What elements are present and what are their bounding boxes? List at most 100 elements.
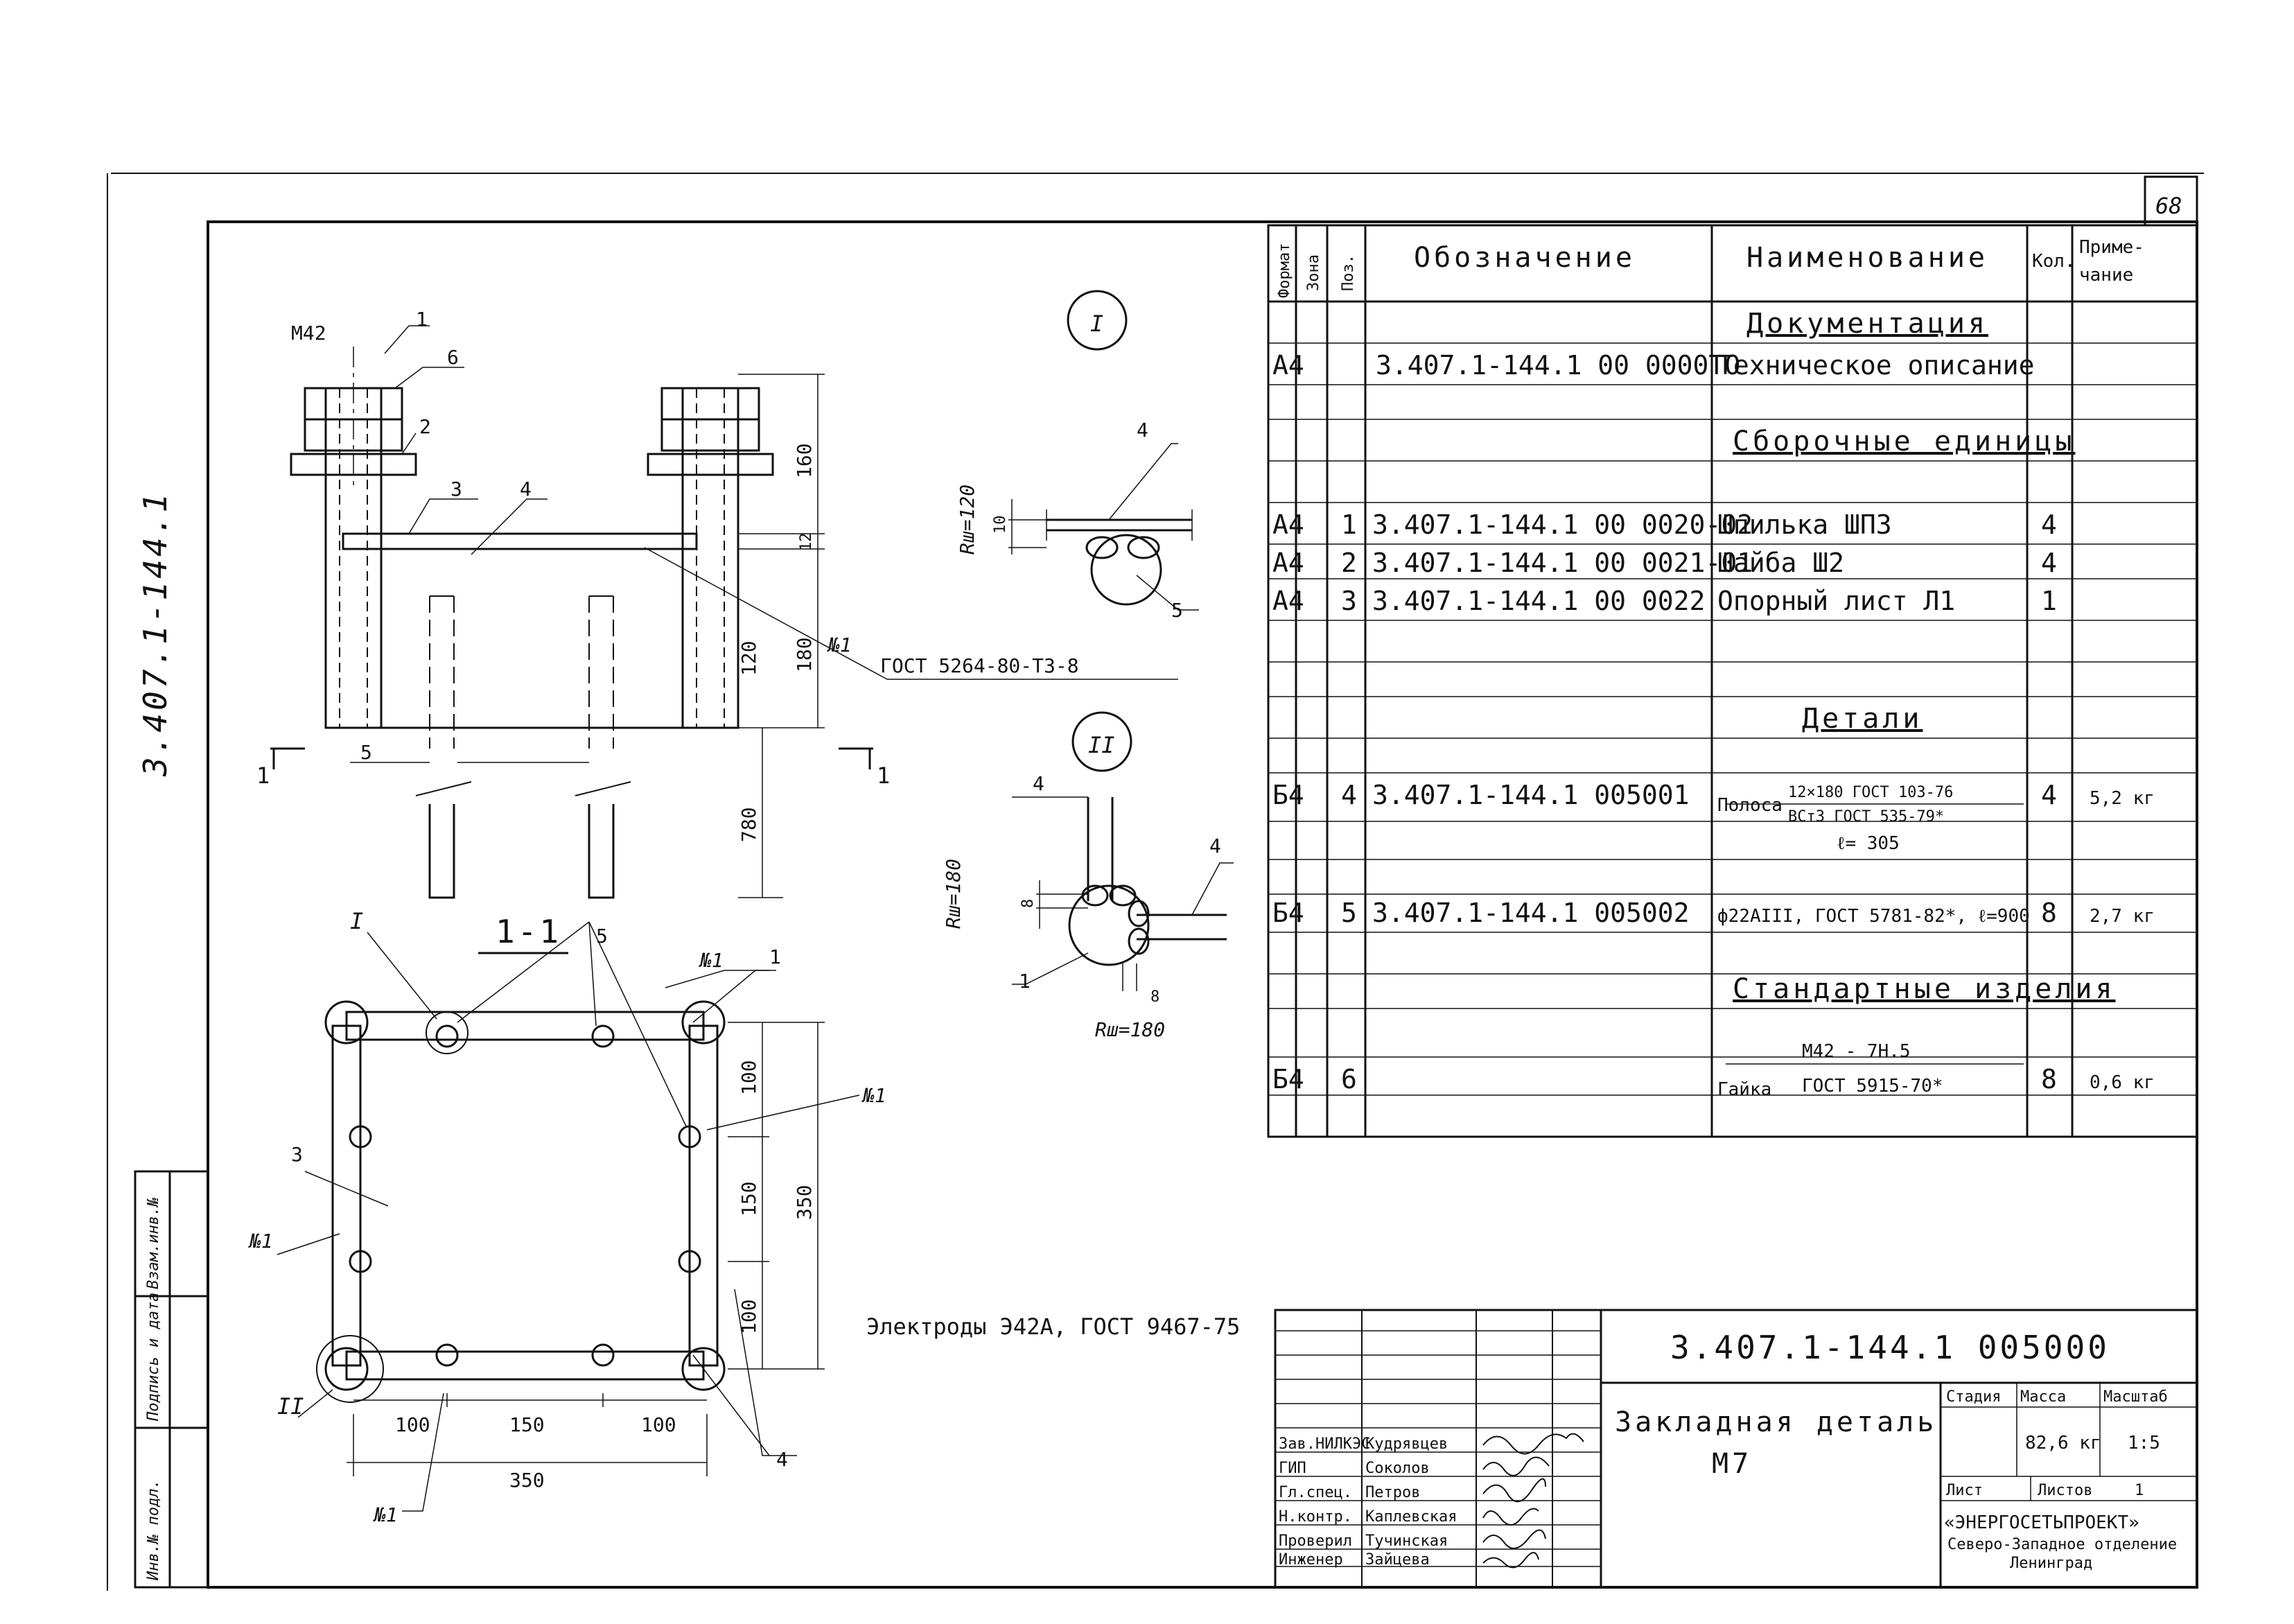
sheets-value: 1 [2135, 1482, 2144, 1499]
side-code: 3.407.1-144.1 [137, 491, 174, 777]
svg-text:5,2 кг: 5,2 кг [2090, 788, 2155, 809]
scale-label: Масштаб [2103, 1388, 2168, 1406]
section-standard: Стандартные изделия [1733, 973, 2116, 1005]
dim-12: 12 [798, 533, 815, 552]
spec-row-1: А4 1 3.407.1-144.1 00 0020-02 Шпилька ШП… [1272, 509, 2057, 540]
svg-text:А4: А4 [1272, 509, 1304, 540]
role-6: Инженер [1279, 1551, 1343, 1569]
callout-1: I [1090, 311, 1103, 337]
dim-150-a: 150 [509, 1413, 545, 1436]
dim-100-a: 100 [395, 1413, 430, 1436]
section-title: 1-1 [496, 913, 561, 950]
sheet-frame [107, 173, 2204, 1591]
svg-text:2: 2 [1341, 548, 1357, 578]
radius-120: Rш=120 [956, 484, 979, 555]
title-block-grid [1274, 1309, 2198, 1589]
section-weld-1: №1 [699, 949, 724, 972]
role-1: Зав.НИЛКЭС [1279, 1435, 1370, 1453]
svg-text:1: 1 [2041, 586, 2057, 616]
stage-label: Стадия [1946, 1388, 2001, 1406]
mass-label: Масса [2020, 1388, 2066, 1406]
svg-text:6: 6 [1341, 1064, 1357, 1094]
dim-120: 120 [737, 640, 760, 676]
svg-text:3.407.1-144.1 005001: 3.407.1-144.1 005001 [1372, 780, 1690, 810]
detail-1-pos-5: 5 [1171, 599, 1183, 622]
svg-text:А4: А4 [1272, 548, 1304, 578]
spec-row-to: А4 3.407.1-144.1 00 0000ТО Техническое о… [1272, 350, 2035, 381]
section-weld-2: №1 [861, 1084, 886, 1107]
spec-row-3: А4 3 3.407.1-144.1 00 0022 Опорный лист … [1272, 586, 2057, 616]
col-name: Наименование [1746, 242, 1988, 274]
section-weld-3: №1 [248, 1230, 273, 1252]
spec-row-5: Б4 5 3.407.1-144.1 005002 ф22АIII, ГОСТ … [1272, 898, 2155, 928]
section-assemblies: Сборочные единицы [1733, 426, 2075, 457]
detail-1-pos-4: 4 [1137, 419, 1148, 442]
weld-mark: №1 [827, 634, 852, 656]
svg-text:Б4: Б4 [1272, 780, 1304, 810]
svg-text:А4: А4 [1272, 586, 1304, 616]
dim-160: 160 [793, 443, 816, 478]
person-5: Тучинская [1365, 1533, 1448, 1550]
col-note-2: чание [2079, 265, 2133, 286]
pos-5-label: 5 [360, 741, 372, 764]
col-qty: Кол. [2032, 251, 2076, 272]
dim-180: 180 [793, 637, 816, 672]
svg-text:12×180 ГОСТ 103-76: 12×180 ГОСТ 103-76 [1788, 784, 1953, 801]
person-2: Соколов [1365, 1460, 1430, 1477]
svg-text:8: 8 [2041, 1064, 2057, 1094]
electrodes-note: Электроды Э42А, ГОСТ 9467-75 [866, 1313, 1240, 1340]
front-view [270, 325, 1178, 899]
svg-text:Б4: Б4 [1272, 1064, 1304, 1094]
col-designation: Обозначение [1414, 242, 1636, 274]
scale-value: 1:5 [2128, 1433, 2160, 1453]
dim-8-b: 8 [1150, 988, 1159, 1006]
section-mark-left: 1 [256, 762, 270, 789]
title-code: 3.407.1-144.1 005000 [1670, 1329, 2110, 1366]
svg-text:Опорный лист Л1: Опорный лист Л1 [1717, 586, 1955, 616]
role-3: Гл.спец. [1279, 1484, 1352, 1501]
section-weld-4: №1 [373, 1503, 398, 1526]
pos-1-label: 1 [416, 308, 428, 331]
section-docs: Документация [1746, 308, 1988, 340]
svg-text:А4: А4 [1272, 350, 1304, 381]
svg-text:ф22АIII, ГОСТ 5781-82*, ℓ=900: ф22АIII, ГОСТ 5781-82*, ℓ=900 [1717, 906, 2030, 927]
spec-table-grid [1267, 224, 2198, 1138]
sheets-label: Листов [2038, 1482, 2092, 1499]
thread-label: M42 [291, 322, 326, 344]
person-3: Петров [1365, 1484, 1420, 1501]
spec-row-4: Б4 4 3.407.1-144.1 005001 Полоса 12×180 … [1272, 780, 2155, 854]
pos-6-label: 6 [447, 346, 459, 369]
page-number: 68 [2155, 193, 2182, 219]
col-zone: Зона [1305, 254, 1322, 291]
svg-text:4: 4 [2041, 548, 2057, 578]
section-pos-5: 5 [596, 925, 608, 948]
dim-350-a: 350 [509, 1469, 545, 1492]
radius-180-a: Rш=180 [942, 859, 965, 929]
svg-text:3.407.1-144.1 005002: 3.407.1-144.1 005002 [1372, 898, 1690, 928]
section-details: Детали [1802, 703, 1923, 735]
person-4: Каплевская [1365, 1508, 1457, 1526]
svg-text:М42 - 7Н.5: М42 - 7Н.5 [1802, 1041, 1911, 1062]
svg-text:3.407.1-144.1 00 0022: 3.407.1-144.1 00 0022 [1372, 586, 1705, 616]
person-6: Зайцева [1365, 1551, 1430, 1569]
dim-100-d: 100 [737, 1299, 760, 1334]
dim-8-a: 8 [1019, 899, 1037, 908]
spec-row-6: Б4 6 Гайка М42 - 7Н.5 ГОСТ 5915-70* 8 0,… [1272, 1041, 2155, 1100]
svg-text:1: 1 [1341, 509, 1357, 540]
role-4: Н.контр. [1279, 1508, 1352, 1526]
svg-text:3.407.1-144.1 00 0000ТО: 3.407.1-144.1 00 0000ТО [1376, 350, 1740, 381]
dim-100-c: 100 [737, 1060, 760, 1095]
dim-780: 780 [737, 807, 760, 842]
detail-2-pos-4a: 4 [1033, 772, 1044, 795]
binding-field-2: Подпись и дата [145, 1293, 162, 1422]
person-1: Кудрявцев [1365, 1435, 1448, 1453]
callout-2: II [1088, 732, 1115, 758]
svg-text:3.407.1-144.1 00 0020-02: 3.407.1-144.1 00 0020-02 [1372, 509, 1753, 540]
section-callout-2: II [277, 1393, 304, 1420]
svg-text:Техническое описание: Техническое описание [1717, 350, 2035, 381]
dim-10: 10 [992, 516, 1009, 534]
pos-2-label: 2 [419, 415, 431, 438]
detail-2-pos-1: 1 [1019, 970, 1031, 993]
title-name-1: Закладная деталь [1615, 1406, 1937, 1438]
